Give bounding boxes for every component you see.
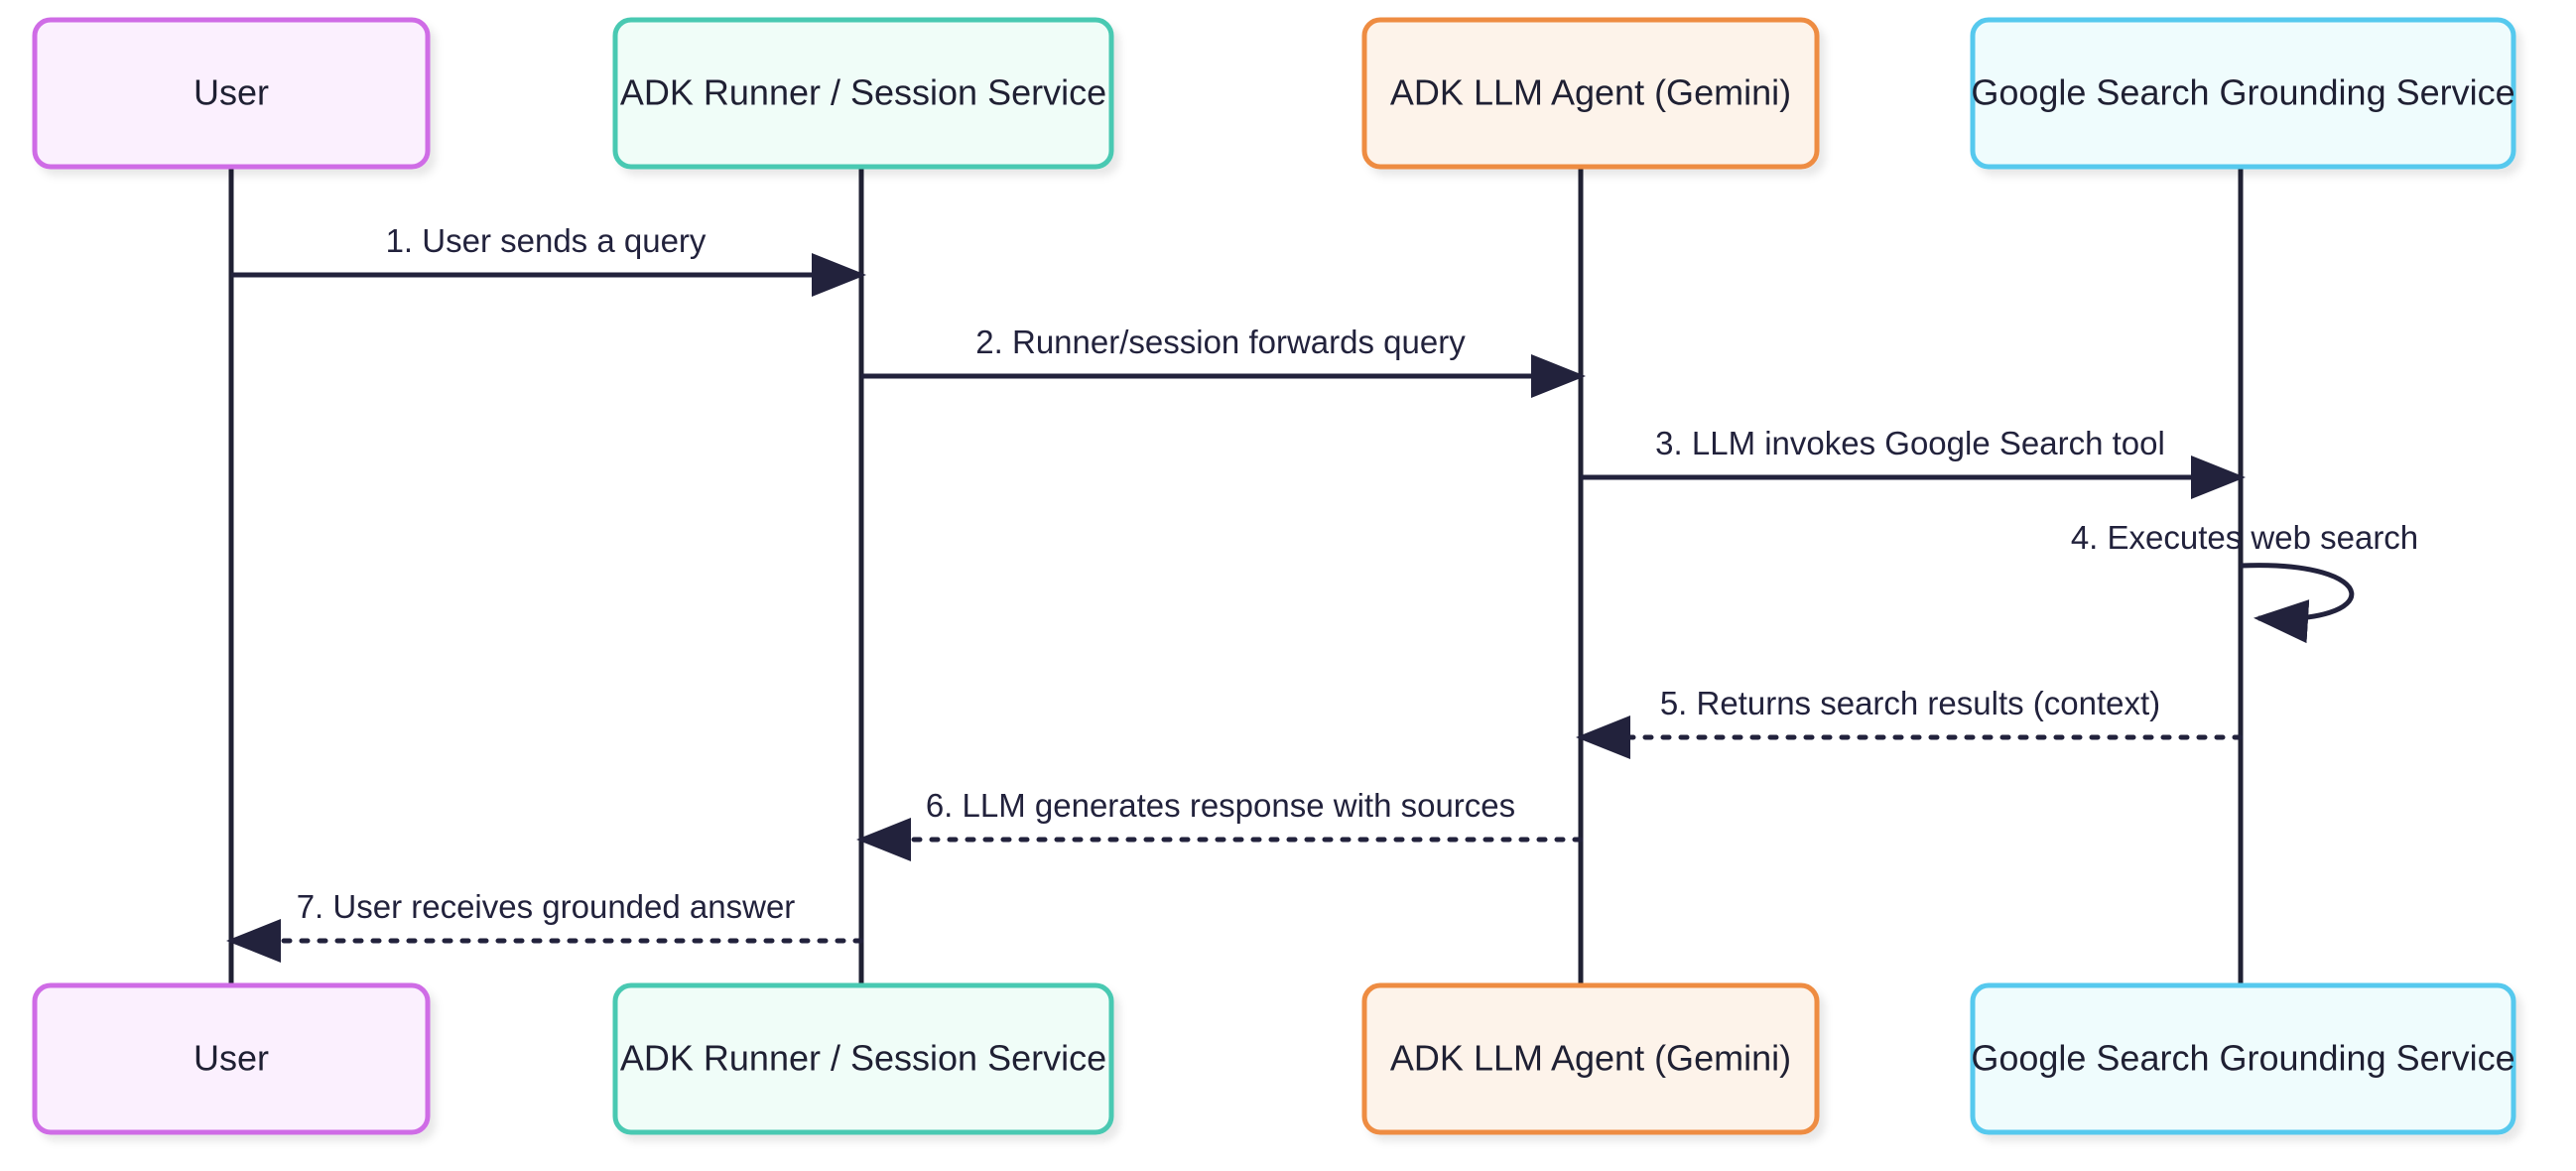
- actor-box-agent[interactable]: [1361, 982, 1820, 1135]
- message-label-4: 4. Executes web search: [2071, 519, 2418, 556]
- message-label-2: 2. Runner/session forwards query: [975, 324, 1466, 360]
- messages-group: 1. User sends a query 2. Runner/session f…: [226, 222, 2418, 963]
- actor-box-runner[interactable]: [612, 17, 1114, 170]
- actor-boxes-bottom-group: User ADK Runner / Session Service ADK LLM …: [32, 982, 2516, 1135]
- actor-runner-bottom[interactable]: ADK Runner / Session Service: [612, 982, 1114, 1135]
- self-loop-arrow-4: [2240, 563, 2355, 644]
- actor-agent-bottom[interactable]: ADK LLM Agent (Gemini): [1361, 982, 1820, 1135]
- actor-boxes-top-group: User ADK Runner / Session Service ADK LLM …: [32, 17, 2516, 170]
- message-label-6: 6. LLM generates response with sources: [926, 787, 1515, 824]
- message-label-5: 5. Returns search results (context): [1660, 685, 2160, 721]
- lifelines-group: [228, 167, 2244, 985]
- actor-label-search: Google Search Grounding Service: [1971, 72, 2514, 113]
- actor-label-user: User: [193, 72, 269, 113]
- message-4: 4. Executes web search: [2071, 519, 2418, 644]
- message-1: 1. User sends a query: [231, 222, 866, 297]
- actor-box-runner[interactable]: [612, 982, 1114, 1135]
- actor-box-search[interactable]: [1970, 982, 2516, 1135]
- actor-label-agent: ADK LLM Agent (Gemini): [1390, 72, 1791, 113]
- message-6: 6. LLM generates response with sources: [856, 787, 1584, 861]
- message-2: 2. Runner/session forwards query: [861, 324, 1586, 398]
- actor-label-runner: ADK Runner / Session Service: [620, 72, 1106, 113]
- message-label-3: 3. LLM invokes Google Search tool: [1655, 425, 2165, 461]
- actor-user-top[interactable]: User: [32, 17, 431, 170]
- message-label-7: 7. User receives grounded answer: [297, 888, 796, 925]
- actor-box-user[interactable]: [32, 17, 431, 170]
- actor-box-search[interactable]: [1970, 17, 2516, 170]
- actor-agent-top[interactable]: ADK LLM Agent (Gemini): [1361, 17, 1820, 170]
- message-3: 3. LLM invokes Google Search tool: [1581, 425, 2246, 499]
- actor-label-runner: ADK Runner / Session Service: [620, 1038, 1106, 1079]
- message-7: 7. User receives grounded answer: [226, 888, 864, 963]
- actor-label-agent: ADK LLM Agent (Gemini): [1390, 1038, 1791, 1079]
- actor-search-bottom[interactable]: Google Search Grounding Service: [1970, 982, 2516, 1135]
- actor-label-search: Google Search Grounding Service: [1971, 1038, 2514, 1079]
- actor-box-agent[interactable]: [1361, 17, 1820, 170]
- actor-user-bottom[interactable]: User: [32, 982, 431, 1135]
- message-label-1: 1. User sends a query: [386, 222, 707, 259]
- actor-box-user[interactable]: [32, 982, 431, 1135]
- actor-search-top[interactable]: Google Search Grounding Service: [1970, 17, 2516, 170]
- actor-runner-top[interactable]: ADK Runner / Session Service: [612, 17, 1114, 170]
- actor-label-user: User: [193, 1038, 269, 1079]
- message-5: 5. Returns search results (context): [1576, 685, 2244, 759]
